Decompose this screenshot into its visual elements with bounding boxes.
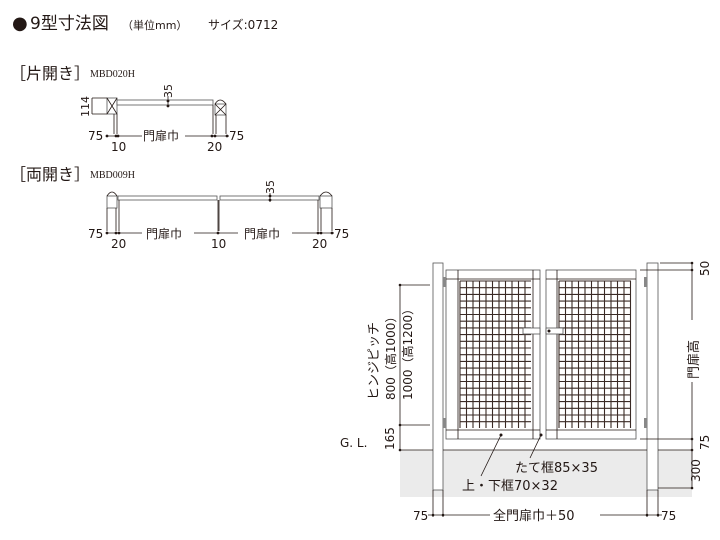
single-width: 門扉巾 <box>143 129 179 143</box>
double-swing-label: ［両開き］ <box>10 165 90 184</box>
post-left-75: 75 <box>413 509 428 523</box>
single-right-gap: 20 <box>207 140 222 154</box>
title-bullet: ● <box>12 13 28 34</box>
single-model: MBD020H <box>90 69 135 80</box>
gate-height-label: 門扉高 <box>686 340 702 379</box>
double-center-gap: 10 <box>211 237 226 251</box>
top-50: 50 <box>698 261 712 276</box>
double-depth-35: 35 <box>264 180 277 194</box>
single-left-post: 75 <box>88 129 103 143</box>
double-width-dimension <box>105 231 334 235</box>
wire-mesh <box>459 280 632 428</box>
single-left-gap: 10 <box>111 140 126 154</box>
ground-area <box>400 450 692 497</box>
double-model: MBD009H <box>90 170 135 181</box>
single-depth-35: 35 <box>162 84 175 98</box>
hinge-pitch-800: 800（高1000） <box>383 311 398 400</box>
mesh-panel <box>459 280 531 428</box>
bottom-clearance-165: 165 <box>383 427 397 450</box>
ground-level-label: G. L. <box>340 436 367 450</box>
single-swing-label: ［片開き］ <box>10 64 90 83</box>
hinge-pitch-1000: 1000（高1200） <box>400 303 415 400</box>
double-right-post: 75 <box>334 227 349 241</box>
double-width-right: 門扉巾 <box>244 227 280 241</box>
left-post <box>432 262 444 491</box>
post-right-75: 75 <box>661 509 676 523</box>
rail-label: 上・下框70×32 <box>462 479 558 494</box>
mesh-panel <box>558 280 632 428</box>
stile-label: たて框85×35 <box>515 461 598 476</box>
page-title: 9型寸法図 <box>30 14 109 34</box>
single-plan-view <box>91 96 227 134</box>
single-height-114: 114 <box>79 96 92 117</box>
double-right-gap: 20 <box>312 237 327 251</box>
double-width-left: 門扉巾 <box>146 227 182 241</box>
unit-label: （単位mm） <box>122 18 187 32</box>
double-plan-view <box>106 191 333 231</box>
embed-300: 300 <box>689 459 703 482</box>
double-left-post: 75 <box>88 227 103 241</box>
bottom-75: 75 <box>698 435 712 450</box>
hinge-pitch-label: ヒンジピッチ <box>367 322 382 400</box>
single-right-post: 75 <box>229 129 244 143</box>
size-label: サイズ:0712 <box>208 17 278 32</box>
total-width-label: 全門扉巾＋50 <box>493 508 575 524</box>
single-width-dimension <box>105 134 229 138</box>
right-post <box>646 262 659 491</box>
elevation-view <box>398 261 694 517</box>
double-left-gap: 20 <box>111 237 126 251</box>
